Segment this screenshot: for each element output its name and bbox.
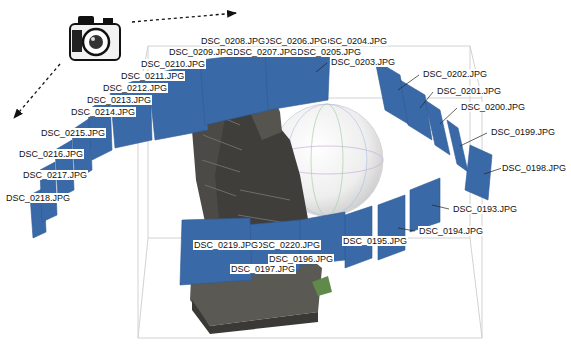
camera-planes <box>30 50 492 285</box>
image-filename: DSC_0219.JPG <box>193 240 259 250</box>
image-filename: DSC_0195.JPG <box>342 236 408 246</box>
image-filename: DSC_0210.JPG <box>140 59 206 69</box>
image-filename: DSC_0196.JPG <box>268 254 334 264</box>
image-filename: DSC_0216.JPG <box>18 149 84 159</box>
bounding-box <box>138 46 482 338</box>
camera-icon <box>70 16 120 60</box>
image-filename: DSC_0217.JPG <box>22 170 88 180</box>
image-filename: DSC_0194.JPG <box>418 226 484 236</box>
image-filename: DSC_0213.JPG <box>86 95 152 105</box>
image-filename: DSC_0197.JPG <box>230 264 296 274</box>
image-filename: DSC_0202.JPG <box>422 69 488 79</box>
motion-arrows <box>14 13 236 118</box>
image-filename: DSC_0199.JPG <box>490 127 556 137</box>
image-filename: DSC_0193.JPG <box>452 204 518 214</box>
image-filename: DSC_0204.JPG <box>322 36 388 46</box>
image-filename: DSC_0203.JPG <box>330 57 396 67</box>
image-filename: DSC_0212.JPG <box>102 83 168 93</box>
image-filename: DSC_0205.JPG <box>296 47 362 57</box>
image-filename: DSC_0218.JPG <box>5 193 71 203</box>
image-filename: DSC_0208.JPG <box>200 36 266 46</box>
image-filename: DSC_0214.JPG <box>70 107 136 117</box>
image-filename: DSC_0220.JPG <box>255 240 321 250</box>
image-filename: DSC_0198.JPG <box>501 163 567 173</box>
image-filename: DSC_0206.JPG <box>262 36 328 46</box>
image-filename: DSC_0209.JPG <box>168 47 234 57</box>
image-filename: DSC_0207.JPG <box>232 47 298 57</box>
image-filename: DSC_0215.JPG <box>40 128 106 138</box>
image-filename: DSC_0211.JPG <box>120 71 185 81</box>
image-filename: DSC_0200.JPG <box>460 102 526 112</box>
image-filename: DSC_0201.JPG <box>436 86 502 96</box>
